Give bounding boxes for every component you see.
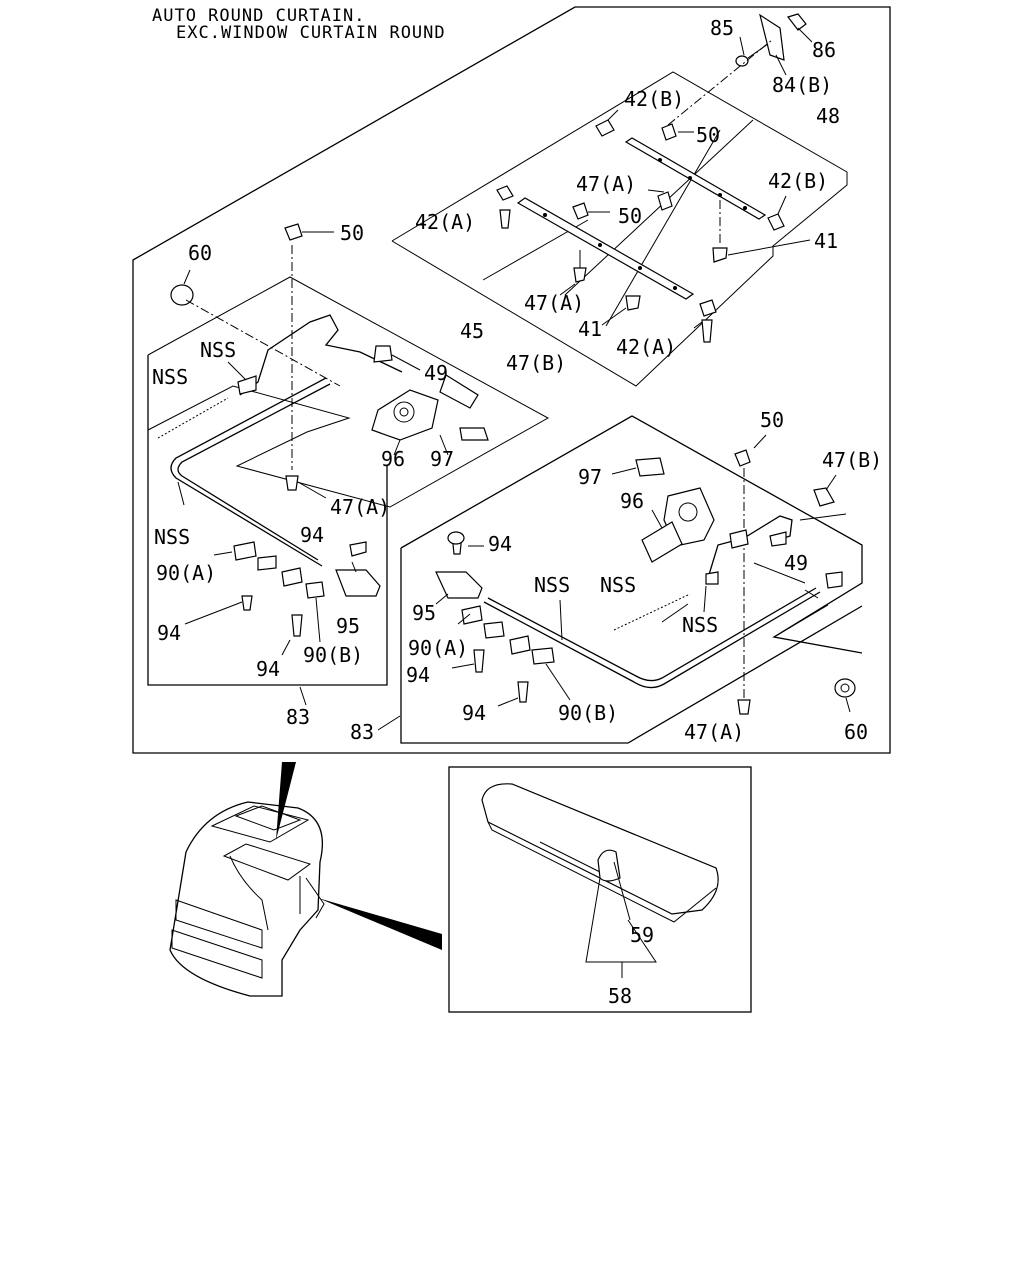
upper-rail-box [391, 71, 848, 387]
label-96-1: 96 [381, 447, 405, 471]
label-86: 86 [812, 38, 836, 62]
label-94-5: 94 [406, 663, 430, 687]
label-49-1: 49 [424, 361, 448, 385]
right-assembly-box [400, 415, 863, 654]
left-kit-box [147, 355, 388, 686]
label-50-2: 50 [618, 204, 642, 228]
label-59: 59 [630, 923, 654, 947]
lower-rail [516, 197, 695, 300]
label-90a-2: 90(A) [408, 636, 468, 660]
label-50-1: 50 [696, 123, 720, 147]
label-47a-4: 47(A) [684, 720, 744, 744]
label-42b-1: 42(B) [624, 87, 684, 111]
left-harness [239, 314, 403, 396]
main-frame [132, 6, 891, 754]
label-41-1: 41 [814, 229, 838, 253]
vehicle-outline [169, 801, 324, 997]
label-nss-3: NSS [154, 525, 190, 549]
label-42a-1: 42(A) [415, 210, 475, 234]
label-85: 85 [710, 16, 734, 40]
label-94-2: 94 [157, 621, 181, 645]
label-90a-1: 90(A) [156, 561, 216, 585]
right-harness [707, 515, 793, 579]
label-94-4: 94 [488, 532, 512, 556]
label-41-2: 41 [578, 317, 602, 341]
label-50-3: 50 [340, 221, 364, 245]
label-95-2: 95 [412, 601, 436, 625]
label-47a-3: 47(A) [330, 495, 390, 519]
right-curtain-rod [483, 591, 821, 689]
label-94-6: 94 [462, 701, 486, 725]
label-83-1: 83 [286, 705, 310, 729]
label-47b-1: 47(B) [506, 351, 566, 375]
header-line-1: AUTO ROUND CURTAIN. [152, 6, 365, 26]
label-94-3: 94 [256, 657, 280, 681]
label-60-1: 60 [188, 241, 212, 265]
label-94-1: 94 [300, 523, 324, 547]
label-50-4: 50 [760, 408, 784, 432]
label-nss-1: NSS [200, 338, 236, 362]
label-84b: 84(B) [772, 73, 832, 97]
label-nss-2: NSS [152, 365, 188, 389]
left-curtain-rod [170, 377, 327, 567]
label-90b-1: 90(B) [303, 643, 363, 667]
label-42a-2: 42(A) [616, 335, 676, 359]
label-58: 58 [608, 984, 632, 1008]
label-nss-6: NSS [682, 613, 718, 637]
left-assembly-box [147, 276, 550, 508]
header-line-2: EXC.WINDOW CURTAIN ROUND [176, 23, 446, 43]
sun-visor [481, 783, 719, 915]
label-95-1: 95 [336, 614, 360, 638]
label-83-2: 83 [350, 720, 374, 744]
label-45: 45 [460, 319, 484, 343]
label-nss-4: NSS [534, 573, 570, 597]
label-60-2: 60 [844, 720, 868, 744]
label-47a-2: 47(A) [524, 291, 584, 315]
label-96-2: 96 [620, 489, 644, 513]
label-42b-2: 42(B) [768, 169, 828, 193]
label-47b-2: 47(B) [822, 448, 882, 472]
label-47a-1: 47(A) [576, 172, 636, 196]
label-48: 48 [816, 104, 840, 128]
inset-frame [448, 766, 752, 1013]
label-nss-5: NSS [600, 573, 636, 597]
label-90b-2: 90(B) [558, 701, 618, 725]
left-motor [371, 389, 439, 441]
label-97-1: 97 [430, 447, 454, 471]
label-49-2: 49 [784, 551, 808, 575]
label-97-2: 97 [578, 465, 602, 489]
